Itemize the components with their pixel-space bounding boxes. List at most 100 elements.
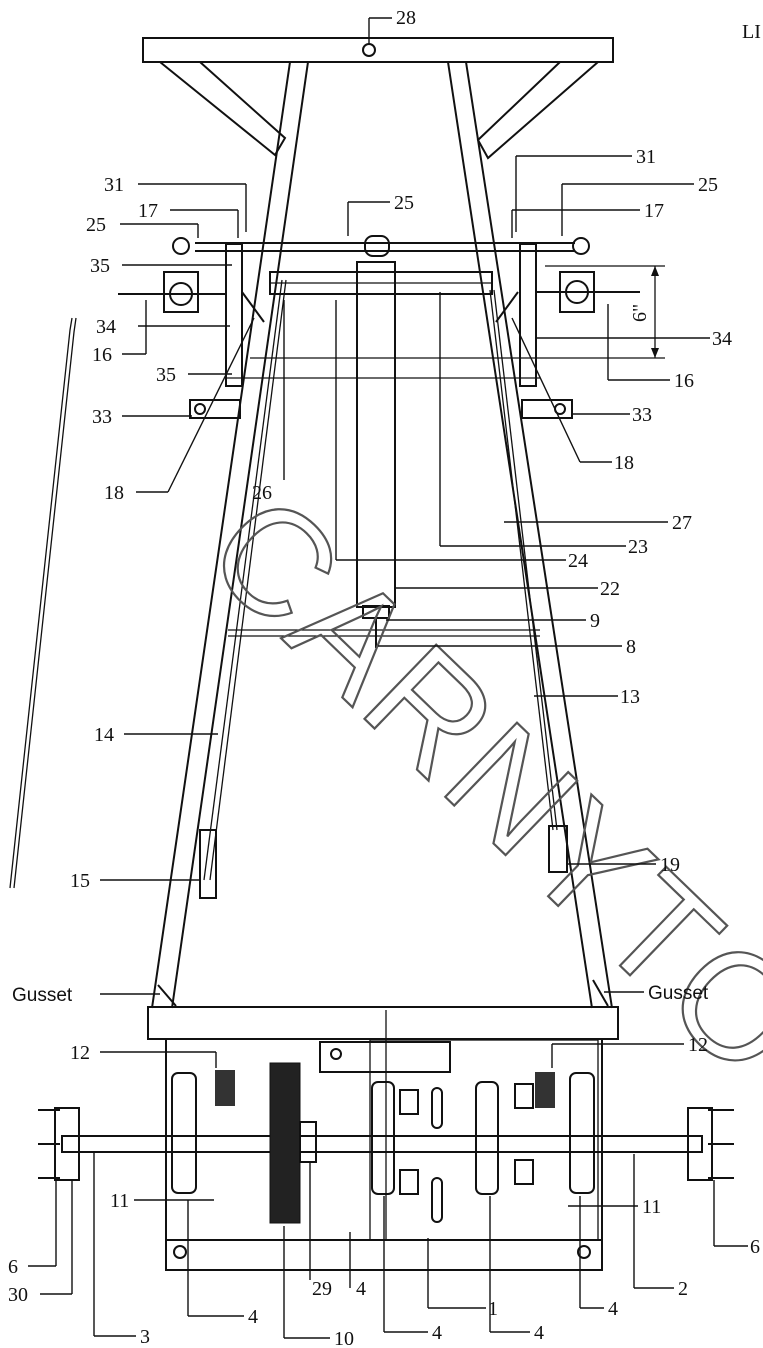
clamp-right [521,399,573,419]
header-text: LI [742,21,761,43]
callout-13: 13 [620,686,640,708]
callout-35-lower: 35 [156,364,176,386]
callout-11-right: 11 [642,1196,661,1218]
clamp-hole-left [194,403,206,415]
callout-25-left: 25 [86,214,106,236]
callout-35-upper: 35 [90,255,110,277]
bearing-plate-4 [569,1072,595,1194]
crown-brace-right [476,61,599,160]
center-frame [369,1039,599,1241]
callout-23: 23 [628,536,648,558]
callout-17-left: 17 [138,200,158,222]
callout-31-right: 31 [636,146,656,168]
callout-4-c: 4 [432,1322,442,1344]
pulley-left [172,237,190,255]
watermark: CARNYTOWN.C [178,462,763,1348]
callout-34-right: 34 [712,328,732,350]
base-bolt-right [577,1245,591,1259]
slide-left [241,291,265,323]
callout-1: 1 [488,1298,498,1320]
crown-assembly [142,37,614,160]
base-top-beam [147,1006,619,1040]
leader-lines [28,17,748,1339]
clamp-left [189,399,241,419]
callout-labels: 28 31 31 25 25 25 17 17 35 35 34 34 16 1… [8,7,760,1348]
center-mount-plate [319,1041,451,1073]
gusset-right-plate [592,979,609,1007]
slot-2 [431,1177,443,1223]
callout-25-middle: 25 [394,192,414,214]
chain-left [203,279,283,881]
callout-24: 24 [568,550,588,572]
loose-cable [9,317,77,889]
callout-8: 8 [626,636,636,658]
bracket-small-4 [514,1159,534,1185]
gear-hub [299,1121,317,1163]
bracket-right [519,243,537,387]
mast-leg-right-outer [465,61,613,1009]
spring-left [215,1070,235,1106]
callout-26: 26 [252,482,272,504]
bracket-small-2 [399,1169,419,1195]
callout-4-a: 4 [248,1306,258,1328]
pulley-right [572,237,590,255]
chain-tensioner-right [548,825,568,873]
bracket-small-3 [514,1083,534,1109]
callout-34-left: 34 [96,316,116,338]
bearing-plate-3 [475,1081,499,1195]
callout-15: 15 [70,870,90,892]
crown-sheave-hole [362,43,376,57]
callout-18-right: 18 [614,452,634,474]
drill-motor [228,261,540,648]
callout-4-d: 4 [534,1322,544,1344]
bracket-small-1 [399,1089,419,1115]
crosshead-assembly: 6" [118,235,665,419]
chain-left-2 [209,279,287,881]
mast-legs [151,61,613,1009]
chains-and-cables [9,279,609,1007]
dimension-arrowhead-bottom [651,348,659,358]
callout-3: 3 [140,1326,150,1348]
callout-30: 30 [8,1284,28,1306]
chain-tensioner-left [199,829,217,899]
callout-33-right: 33 [632,404,652,426]
callout-19: 19 [660,854,680,876]
callout-22: 22 [600,578,620,600]
callout-11-left: 11 [110,1190,129,1212]
slide-right [495,291,519,323]
base-assembly [38,1006,734,1271]
callout-16-right: 16 [674,370,694,392]
mast-leg-left-outer [151,61,291,1009]
dimension-arrowhead-top [651,266,659,276]
bearing-left [163,271,199,313]
bearing-plate-1 [171,1072,197,1194]
callout-14: 14 [94,724,114,746]
callout-4-b: 4 [356,1278,366,1300]
bracket-left [225,243,243,387]
callout-29: 29 [312,1278,332,1300]
slot-1 [431,1087,443,1129]
bearing-plate-2 [371,1081,395,1195]
callout-9: 9 [590,610,600,632]
callout-18-left: 18 [104,482,124,504]
callout-17-right: 17 [644,200,664,222]
callout-28: 28 [396,7,416,29]
callout-33-left: 33 [92,406,112,428]
callout-6-left: 6 [8,1256,18,1278]
leader-18l-v [167,317,255,493]
base-bolt-left [173,1245,187,1259]
callout-6-right: 6 [750,1236,760,1258]
pulley-center [364,235,390,257]
spring-right [535,1072,555,1108]
callout-4-e: 4 [608,1298,618,1320]
callout-31-left: 31 [104,174,124,196]
leader-18r-v [511,317,581,463]
mast-leg-left-inner [171,61,309,1009]
crown-beam [142,37,614,63]
callout-gusset-right: Gusset [648,983,709,1004]
callout-16-left: 16 [92,344,112,366]
crown-brace-left [159,61,287,157]
callout-25-right: 25 [698,174,718,196]
drive-gear [269,1062,301,1224]
